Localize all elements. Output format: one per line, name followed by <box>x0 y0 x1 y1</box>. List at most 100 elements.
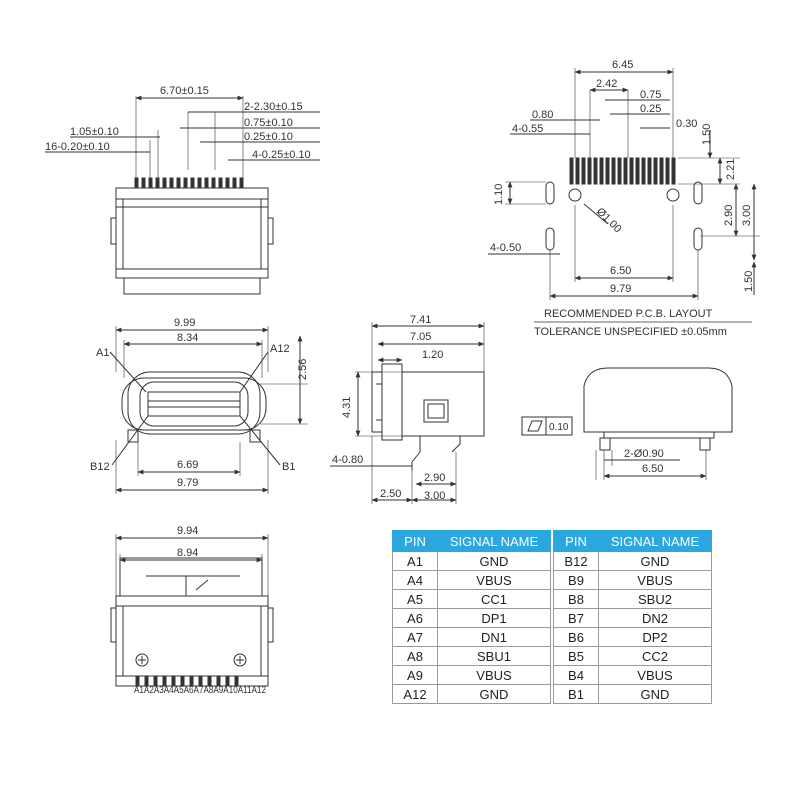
dim-label: 1.50 <box>743 271 755 292</box>
signal-cell: DN1 <box>437 627 551 647</box>
dim-label: 6.50 <box>610 265 631 277</box>
header-pin: PIN <box>392 530 438 552</box>
pin-cell: A8 <box>392 646 438 666</box>
pin-cell: A1 <box>392 551 438 571</box>
signal-cell: VBUS <box>598 570 712 590</box>
dim-label: 2.90 <box>424 472 445 484</box>
signal-cell: CC1 <box>437 589 551 609</box>
dim-label: 6.69 <box>177 459 198 471</box>
table-header-row: PIN SIGNAL NAME <box>553 530 712 552</box>
pin-label-b1: B1 <box>282 461 295 473</box>
pin-cell: B6 <box>553 627 599 647</box>
dim-label: 9.79 <box>177 477 198 489</box>
linework <box>45 68 760 687</box>
dim-label: 2.56 <box>297 359 309 380</box>
pin-cell: A5 <box>392 589 438 609</box>
pin-cell: B12 <box>553 551 599 571</box>
pin-cell: A6 <box>392 608 438 628</box>
dim-label: 7.05 <box>410 331 431 343</box>
signal-cell: DP1 <box>437 608 551 628</box>
pin-cell: B7 <box>553 608 599 628</box>
signal-cell: GND <box>437 551 551 571</box>
front-view <box>109 326 308 494</box>
pin-cell: B1 <box>553 684 599 704</box>
top-view <box>45 95 320 295</box>
table-header-row: PIN SIGNAL NAME <box>392 530 551 552</box>
pcb-tolerance-note: TOLERANCE UNSPECIFIED ±0.05mm <box>534 326 727 338</box>
dim-label: 0.80 <box>532 109 553 121</box>
dim-label: 7.41 <box>410 314 431 326</box>
dim-label: 1.20 <box>422 349 443 361</box>
dim-label: 8.94 <box>177 547 198 559</box>
signal-cell: DN2 <box>598 608 712 628</box>
pin-cell: A12 <box>392 684 438 704</box>
dim-label: 6.45 <box>612 59 633 71</box>
dim-label: 6.50 <box>642 463 663 475</box>
pin-cell: A9 <box>392 665 438 685</box>
dim-label: 2.50 <box>380 488 401 500</box>
dim-label: 3.00 <box>741 205 753 226</box>
dim-label: 9.79 <box>610 283 631 295</box>
header-pin: PIN <box>553 530 599 552</box>
side-view <box>330 322 485 504</box>
signal-cell: GND <box>598 551 712 571</box>
dim-label: 3.00 <box>424 490 445 502</box>
dim-label: 2-2.30±0.15 <box>244 101 303 113</box>
signal-cell: VBUS <box>598 665 712 685</box>
signal-cell: CC2 <box>598 646 712 666</box>
dim-label: 4-0.55 <box>512 123 543 135</box>
dim-label: 4-0.80 <box>332 454 363 466</box>
dim-label: 0.30 <box>676 118 697 130</box>
dim-label: Ø1.00 <box>594 206 624 236</box>
signal-cell: VBUS <box>437 570 551 590</box>
pcb-layout <box>488 68 760 323</box>
dim-label: 0.75 <box>640 89 661 101</box>
pcb-pads <box>569 157 676 185</box>
dim-label: 8.34 <box>177 332 198 344</box>
dim-label: 4.31 <box>341 397 353 418</box>
pin-cell: A7 <box>392 627 438 647</box>
signal-cell: GND <box>437 684 551 704</box>
dim-label: 1.10 <box>493 184 505 205</box>
pin-cell: A4 <box>392 570 438 590</box>
bottom-view <box>110 534 274 687</box>
pin-cell: B5 <box>553 646 599 666</box>
pin-label-b12: B12 <box>90 461 110 473</box>
dim-label: 0.75±0.10 <box>244 117 293 129</box>
dim-label: 1.05±0.10 <box>70 126 119 138</box>
dim-label: 2-Ø0.90 <box>624 448 664 460</box>
pin-label-a12: A12 <box>270 343 290 355</box>
header-signal-name: SIGNAL NAME <box>598 530 712 552</box>
bottom-view-pins <box>135 675 239 687</box>
dim-label: 16-0.20±0.10 <box>45 141 110 153</box>
dim-label: 0.25±0.10 <box>244 131 293 143</box>
pin-cell: B4 <box>553 665 599 685</box>
dim-label: 0.25 <box>640 103 661 115</box>
flatness-value: 0.10 <box>549 422 569 433</box>
dim-label: 2.42 <box>596 78 617 90</box>
bottom-pin-labels: A1A2A3A4A5A6A7A8A9A10A11A12 <box>134 685 266 696</box>
dim-label: 9.94 <box>177 525 198 537</box>
dim-label: 2.21 <box>725 159 737 180</box>
header-signal-name: SIGNAL NAME <box>437 530 551 552</box>
pin-cell: B8 <box>553 589 599 609</box>
signal-cell: DP2 <box>598 627 712 647</box>
signal-cell: GND <box>598 684 712 704</box>
